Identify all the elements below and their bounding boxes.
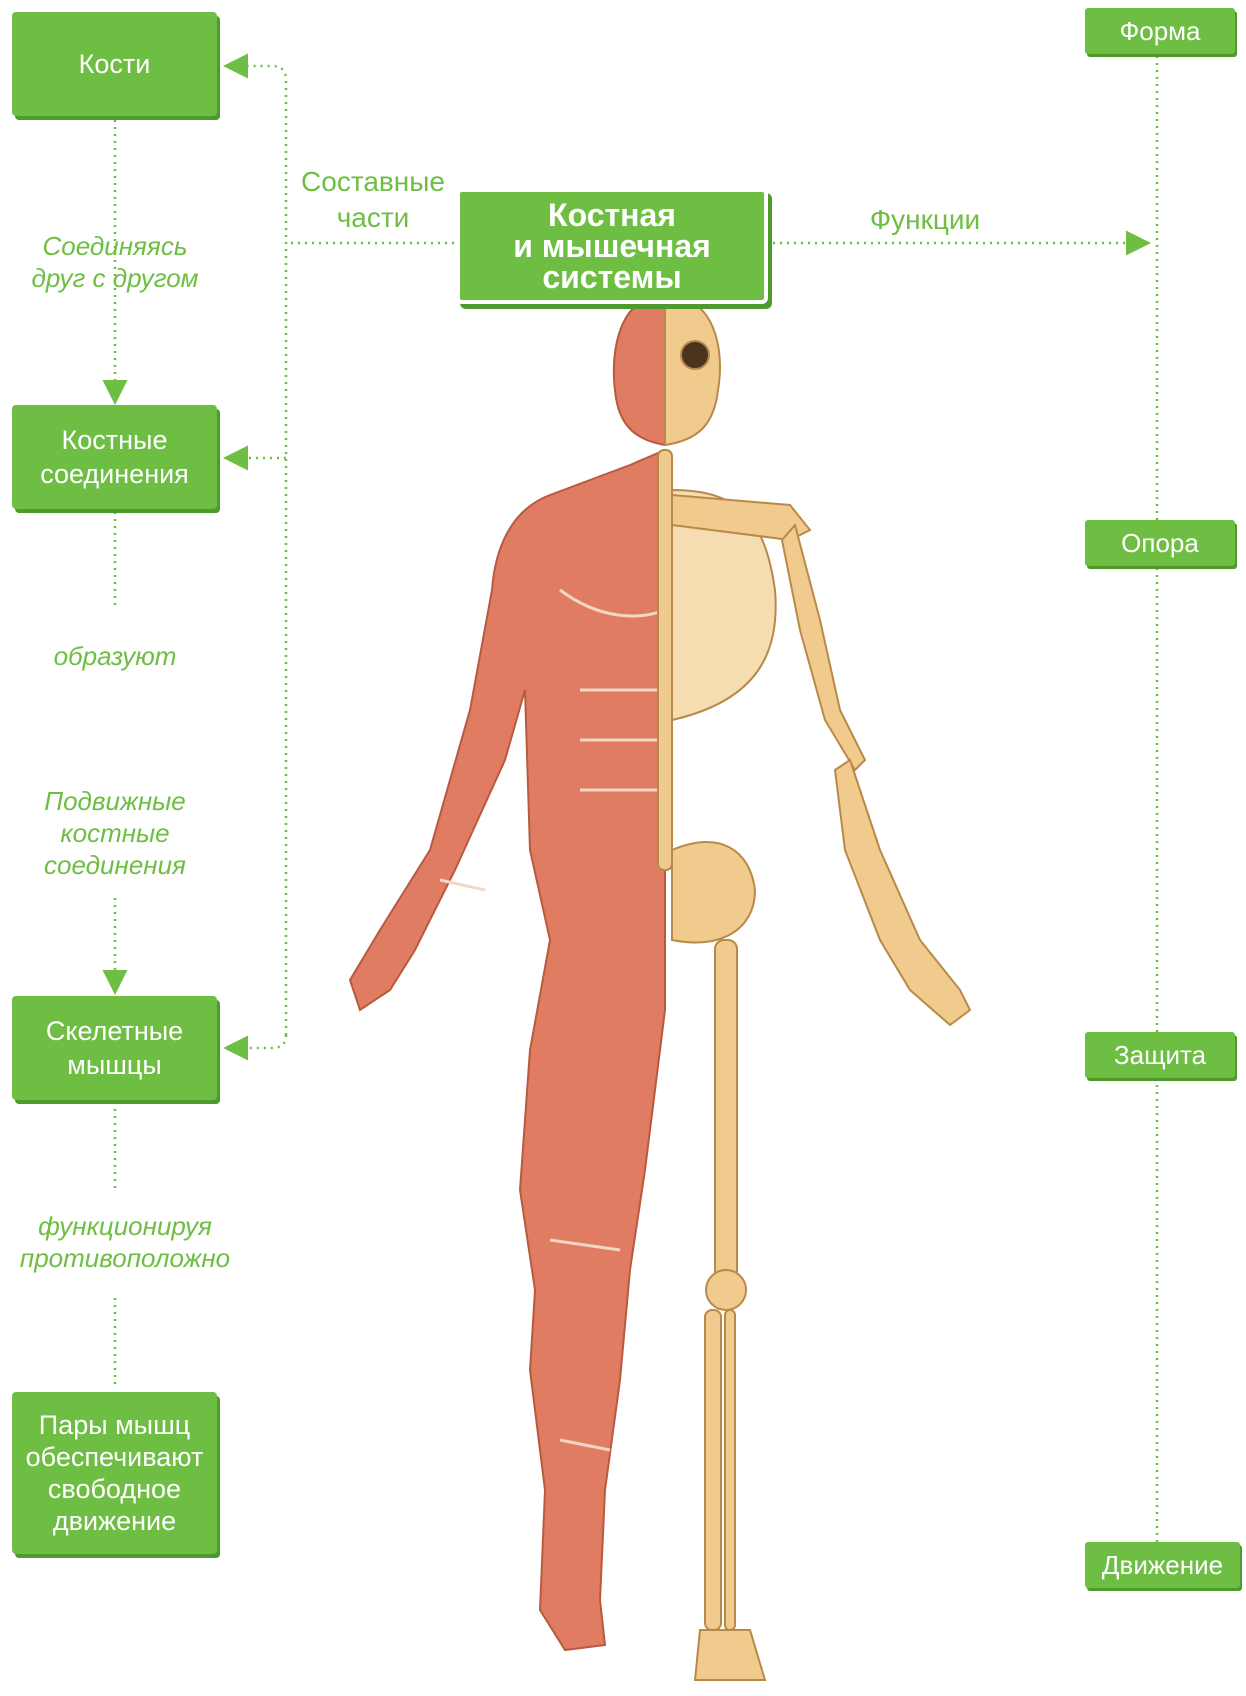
muscles-label: Скелетные мышцы: [46, 1014, 183, 1082]
anatomy-figure: [320, 290, 1020, 1690]
pairs-label: Пары мышц обеспечивают свободное движени…: [26, 1409, 204, 1537]
skeleton-half: [658, 295, 970, 1680]
joints-label: Костные соединения: [40, 423, 189, 491]
function-protection-tag: Защита: [1085, 1032, 1235, 1078]
joints-box: Костные соединения: [12, 405, 217, 509]
function-movement-tag: Движение: [1085, 1542, 1240, 1588]
form-text: образуют: [0, 640, 230, 672]
function-protection-label: Защита: [1114, 1040, 1206, 1071]
muscles-box: Скелетные мышцы: [12, 996, 217, 1100]
function-movement-label: Движение: [1102, 1550, 1223, 1581]
movable-text: Подвижные костные соединения: [0, 785, 230, 881]
function-form-tag: Форма: [1085, 8, 1235, 54]
function-support-label: Опора: [1121, 528, 1199, 559]
parts-label: Составные части: [288, 164, 458, 236]
center-title-box: Костная и мышечная системы: [456, 188, 768, 304]
function-support-tag: Опора: [1085, 520, 1235, 566]
bones-box: Кости: [12, 12, 217, 116]
functions-label: Функции: [830, 202, 1020, 238]
bones-label: Кости: [79, 47, 151, 81]
pairs-box: Пары мышц обеспечивают свободное движени…: [12, 1392, 217, 1554]
muscle-half: [350, 295, 665, 1650]
center-title: Костная и мышечная системы: [513, 200, 711, 293]
function-form-label: Форма: [1119, 16, 1200, 47]
opposite-text: функционируя противоположно: [0, 1210, 250, 1274]
joining-text: Соединяясь друг с другом: [0, 230, 230, 294]
